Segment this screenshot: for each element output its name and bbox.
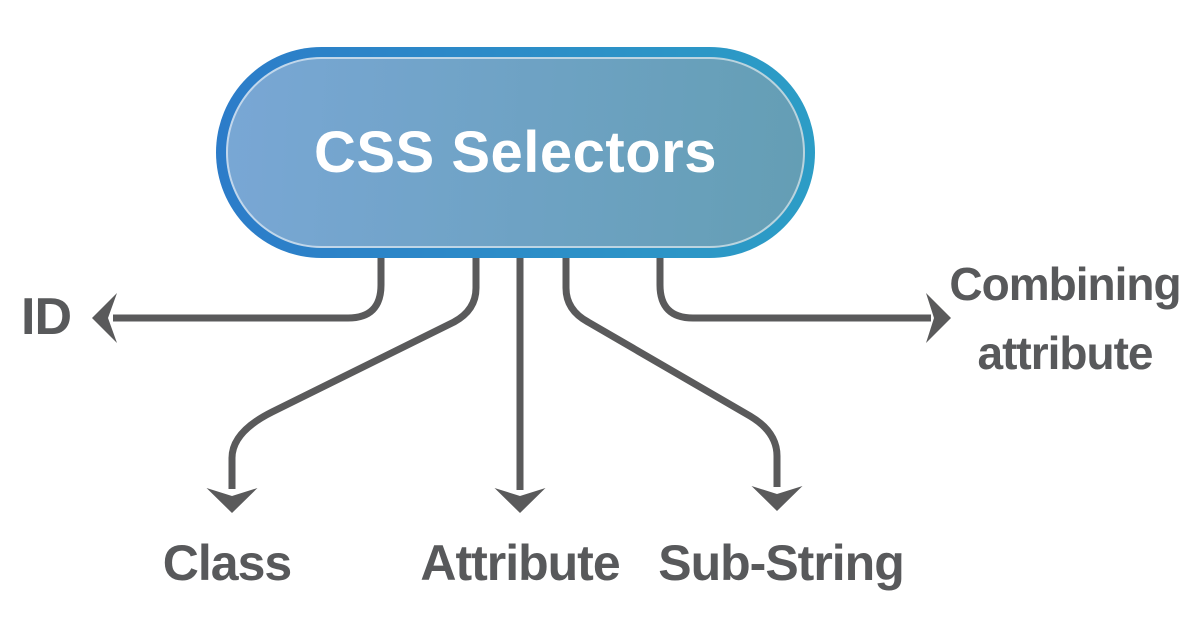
css-selectors-node-surface: CSS Selectors [226,57,805,248]
arrowhead-id [92,293,117,343]
connector-class-line [228,250,480,489]
css-selectors-node: CSS Selectors [216,47,815,258]
node-label-attribute: Attribute [420,535,620,591]
connector-substring-line [562,250,781,487]
node-label-combining-attribute: Combining attribute [949,258,1181,379]
connector-combining-line [656,250,931,322]
node-label-id: ID [21,288,72,346]
arrowhead-attribute [494,488,546,513]
arrowhead-class [206,488,258,513]
node-label-class: Class [162,535,292,591]
connector-id-line [113,250,385,322]
arrowhead-combining [926,293,951,343]
arrowhead-substring [751,486,803,511]
diagram-title: CSS Selectors [313,120,717,185]
node-label-substring: Sub-String [658,535,905,591]
